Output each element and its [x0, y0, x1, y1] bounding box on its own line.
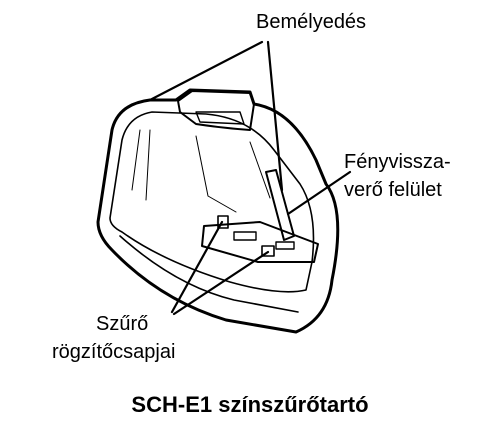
- leader-recess-left: [148, 40, 264, 102]
- filter-pins-label-line2: rögzítőcsapjai: [52, 341, 176, 363]
- filter-pin-left: [217, 215, 229, 229]
- base-plate: [201, 221, 319, 263]
- inner-shading-2: [145, 129, 151, 201]
- filter-pin-right: [261, 245, 275, 257]
- leader-recess-right: [266, 40, 284, 192]
- lower-lip: [119, 235, 299, 313]
- recess-tab: [177, 90, 255, 131]
- inner-shading-3: [195, 135, 237, 213]
- figure-caption: SCH-E1 színszűrőtartó: [131, 392, 369, 417]
- recess-tab-inner: [195, 111, 245, 125]
- leader-pins-right: [172, 250, 270, 316]
- reflective-strip: [265, 169, 295, 241]
- leader-reflective: [286, 170, 352, 216]
- base-slot: [233, 231, 257, 241]
- holder-inner-rim: [109, 111, 315, 293]
- inner-shading-4: [249, 141, 271, 199]
- base-slot-2: [275, 241, 295, 250]
- inner-shading-1: [131, 129, 141, 191]
- holder-outer-shell: [96, 88, 340, 334]
- recess-label: Bemélyedés: [256, 11, 367, 33]
- reflective-surface-label-line2: verő felület: [344, 179, 442, 201]
- reflective-surface-label-line1: Fényvissza-: [344, 151, 451, 173]
- filter-pins-label-line1: Szűrő: [96, 313, 149, 335]
- leader-pins-left: [170, 220, 224, 314]
